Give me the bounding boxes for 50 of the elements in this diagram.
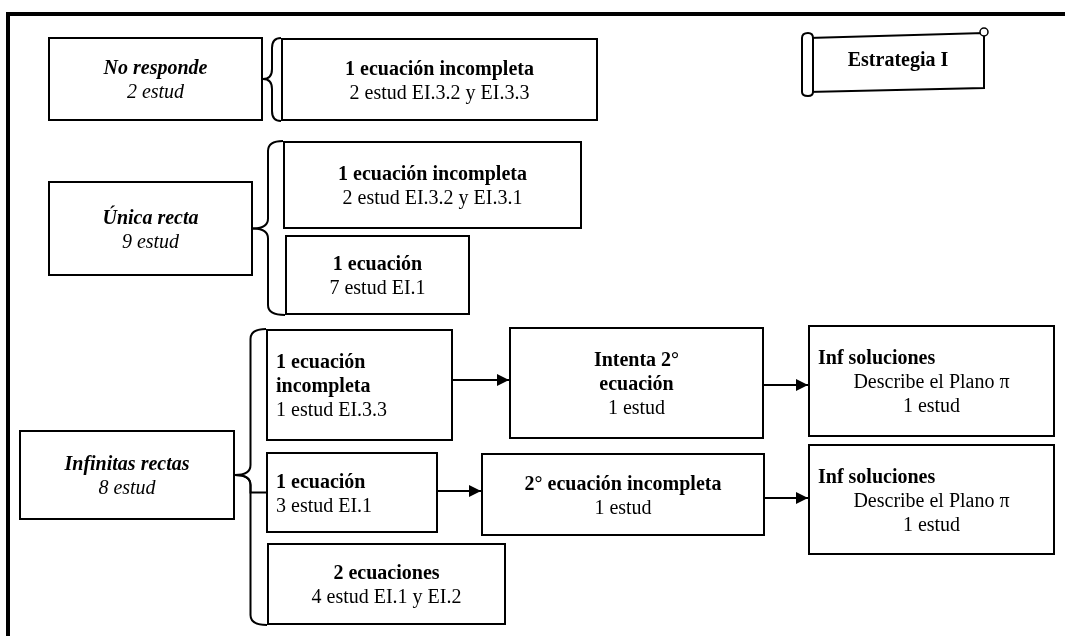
box-heading: 1 ecuación incompleta xyxy=(344,55,535,80)
result-box xyxy=(267,543,506,625)
arrow xyxy=(764,492,809,504)
box-text: Describe el Plano π xyxy=(852,369,1011,393)
box-heading: 1 ecuación xyxy=(331,251,424,275)
result-box xyxy=(509,327,764,439)
box-heading: 1 ecuación incompleta xyxy=(276,349,372,397)
box-text: 4 estud EI.1 y EI.2 xyxy=(310,584,463,608)
curly-brace-connector xyxy=(252,140,284,230)
result-box xyxy=(481,453,765,536)
curly-brace-connector xyxy=(234,474,268,626)
category-box xyxy=(19,430,235,520)
curly-brace-connector xyxy=(252,227,286,316)
box-text: 1 estud EI.3.3 xyxy=(276,397,389,421)
box-text: 1 estud xyxy=(901,511,962,536)
curly-brace-connector xyxy=(262,37,282,122)
box-text: 9 estud xyxy=(120,228,181,253)
box-text: Describe el Plano π xyxy=(852,487,1011,512)
category-box xyxy=(48,37,263,121)
box-text: 1 estud xyxy=(901,393,962,417)
category-box xyxy=(48,181,253,276)
result-box xyxy=(283,141,582,229)
result-box xyxy=(266,452,438,533)
box-heading: 2° ecuación incompleta xyxy=(523,470,723,495)
box-heading: No responde xyxy=(102,55,209,79)
box-heading: Infinitas rectas xyxy=(63,451,191,475)
box-text: 8 estud xyxy=(97,475,157,499)
box-text: 1 estud xyxy=(593,495,653,519)
result-box xyxy=(808,444,1055,555)
box-text: 2 estud EI.3.2 y EI.3.3 xyxy=(348,80,531,104)
box-heading: Inf soluciones xyxy=(818,463,937,488)
arrow xyxy=(437,485,482,497)
result-box xyxy=(266,329,453,441)
box-heading: Inf soluciones xyxy=(818,345,937,369)
result-box xyxy=(808,325,1055,437)
box-text: 2 estud xyxy=(125,79,186,103)
box-heading: 1 ecuación xyxy=(276,468,367,493)
arrow xyxy=(452,374,510,386)
box-heading: 2 ecuaciones xyxy=(332,560,441,584)
box-text: 7 estud EI.1 xyxy=(328,275,427,299)
result-box xyxy=(285,235,470,315)
result-box xyxy=(281,38,598,121)
diagram-title: Estrategia I xyxy=(846,48,950,71)
box-heading: Única recta xyxy=(101,204,200,229)
box-text: 1 estud xyxy=(606,395,667,419)
box-heading: 1 ecuación incompleta xyxy=(337,161,528,185)
box-heading: Intenta 2° ecuación xyxy=(592,347,681,395)
box-text: 3 estud EI.1 xyxy=(276,492,374,517)
box-text: 2 estud EI.3.2 y EI.3.1 xyxy=(341,185,524,209)
arrow xyxy=(763,379,809,391)
